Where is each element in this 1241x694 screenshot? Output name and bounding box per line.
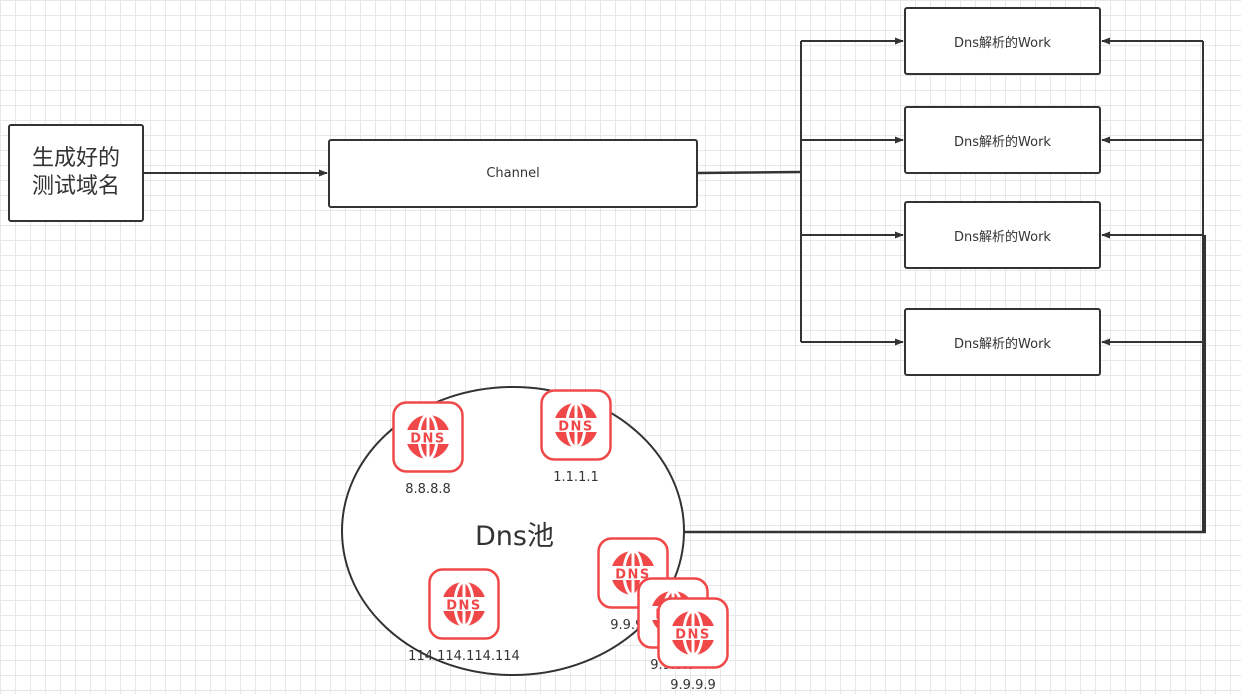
channel-box[interactable]: Channel	[328, 139, 698, 208]
svg-text:DNS: DNS	[615, 568, 651, 583]
dns-server-label: 8.8.8.8	[405, 482, 451, 497]
svg-text:DNS: DNS	[446, 599, 482, 614]
worker-box-3[interactable]: Dns解析的Work	[904, 201, 1101, 269]
svg-text:DNS: DNS	[410, 432, 446, 447]
dns-server-label: 114.114.114.114	[408, 649, 520, 664]
svg-text:DNS: DNS	[558, 420, 594, 435]
dns-pool-label: Dns池	[475, 521, 554, 552]
dns-server-label: 1.1.1.1	[553, 470, 599, 485]
source-label-line2: 测试域名	[31, 174, 120, 199]
dns-server-label: 9.9.9.9	[670, 678, 716, 693]
channel-label: Channel	[486, 166, 540, 181]
worker-box-4[interactable]: Dns解析的Work	[904, 308, 1101, 376]
worker-label: Dns解析的Work	[954, 134, 1051, 150]
worker-label: Dns解析的Work	[954, 229, 1051, 245]
line-channel-to-bus	[696, 170, 802, 175]
worker-label: Dns解析的Work	[954, 35, 1051, 51]
source-label-line1: 生成好的	[31, 146, 120, 171]
dns-globe-icon[interactable]: DNS	[657, 597, 729, 673]
svg-text:DNS: DNS	[675, 628, 711, 643]
source-domains-box[interactable]: 生成好的 测试域名	[8, 124, 144, 222]
dns-globe-icon[interactable]: DNS	[540, 389, 612, 465]
dns-globe-icon[interactable]: DNS	[428, 568, 500, 644]
worker-label: Dns解析的Work	[954, 336, 1051, 352]
worker-box-2[interactable]: Dns解析的Work	[904, 106, 1101, 174]
worker-box-1[interactable]: Dns解析的Work	[904, 7, 1101, 75]
dns-globe-icon[interactable]: DNS	[392, 401, 464, 477]
